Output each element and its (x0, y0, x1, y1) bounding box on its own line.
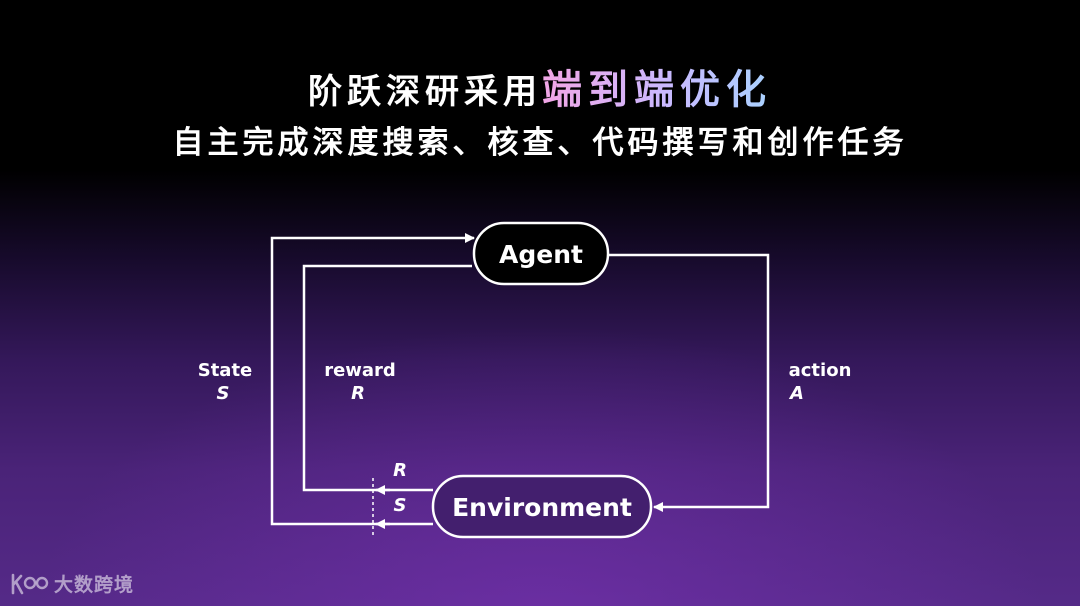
watermark: 大数跨境 (10, 570, 134, 597)
state-label: State (198, 360, 253, 381)
watermark-text: 大数跨境 (54, 574, 135, 596)
reward-label: reward (324, 360, 396, 381)
env-reward-symbol: R (393, 460, 407, 481)
action-edge (608, 253, 770, 512)
state-edge (270, 233, 475, 526)
reward-edge (302, 264, 472, 492)
agent-label: Agent (499, 240, 583, 269)
kol-logo-icon (11, 573, 49, 594)
action-label: action (789, 360, 852, 381)
environment-node: Environment (431, 474, 653, 539)
agent-node: Agent (472, 221, 610, 286)
environment-label: Environment (452, 493, 632, 522)
state-symbol: S (217, 383, 230, 404)
reward-symbol: R (351, 383, 365, 404)
title-line-1: 阶跃深研采用端到端优化 (0, 64, 1080, 118)
action-symbol: A (788, 383, 804, 404)
title-highlight: 端到端优化 (542, 67, 772, 113)
env-state-symbol: S (394, 495, 407, 516)
title-prefix: 阶跃深研采用 (308, 72, 542, 112)
subtitle: 自主完成深度搜索、核查、代码撰写和创作任务 (172, 125, 908, 161)
